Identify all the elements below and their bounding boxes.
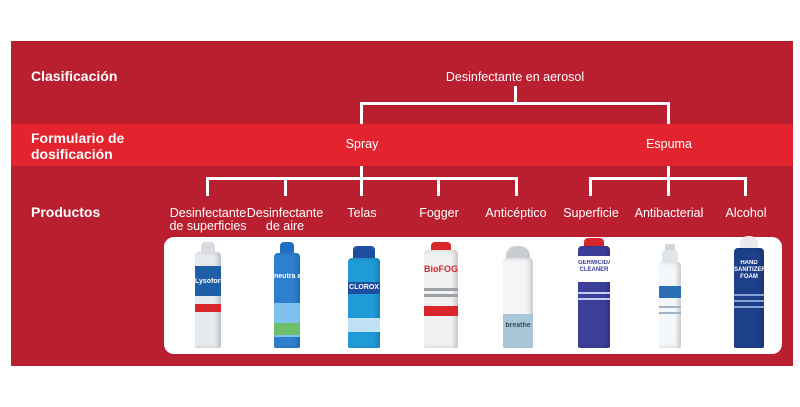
connector-line (744, 177, 747, 196)
row-label-dosage-form: Formulario de dosificación (31, 130, 125, 162)
form-node-foam: Espuma (646, 137, 692, 151)
can-brand-text: breathe (505, 322, 531, 329)
row-label-products: Productos (31, 204, 101, 220)
connector-line (667, 166, 670, 178)
connector-line (667, 177, 670, 196)
antibacterial-foam-bottle (659, 244, 681, 348)
root-node: Desinfectante en aerosol (445, 70, 585, 84)
connector-line (437, 177, 440, 196)
product-node-antiseptic: Anticéptico (485, 206, 547, 220)
connector-line (514, 86, 517, 103)
row-label-classification: Clasificación (31, 68, 118, 84)
can-brand-text: CLOROX (349, 284, 379, 291)
form-node-spray: Spray (345, 137, 379, 151)
connector-line (360, 102, 670, 105)
lysol-neutra-air-can: neutra air (274, 242, 300, 348)
connector-line (667, 102, 670, 124)
product-node-surfaces: Desinfectante de superficies (169, 206, 247, 233)
lysoform-can: Lysoform (195, 242, 221, 348)
hand-sanitizer-foam-can: HAND SANITIZER FOAM (734, 236, 764, 348)
product-node-fabrics: Telas (347, 206, 377, 220)
can-brand-text: BioFOG (424, 264, 458, 274)
dosage-band (11, 124, 793, 166)
connector-line (360, 177, 363, 196)
product-node-alcohol: Alcohol (725, 206, 767, 220)
connector-line (360, 166, 363, 178)
clorox-can: CLOROX (348, 246, 380, 348)
can-brand-text: HAND SANITIZER FOAM (734, 260, 764, 280)
connector-line (206, 177, 209, 196)
product-images-box: Lysoform neutra air CLOROX (164, 236, 782, 354)
can-brand-text: Lysoform (195, 278, 221, 285)
connector-line (589, 177, 592, 196)
product-node-surface: Superficie (563, 206, 619, 220)
biofog-can: BioFOG (424, 242, 458, 348)
can-brand-text: neutra air (274, 273, 300, 280)
can-brand-text: GERMICIDAL CLEANER (578, 260, 610, 273)
product-node-air: Desinfectante de aire (246, 206, 324, 233)
breathe-sanitizer-can: breathe (503, 246, 533, 348)
product-node-fogger: Fogger (419, 206, 459, 220)
connector-line (284, 177, 287, 196)
germicidal-cleaner-can: GERMICIDAL CLEANER (578, 238, 610, 348)
connector-line (360, 102, 363, 124)
product-node-antibacterial: Antibacterial (634, 206, 704, 220)
diagram-panel: Clasificación Formulario de dosificación… (11, 41, 793, 366)
connector-line (515, 177, 518, 196)
